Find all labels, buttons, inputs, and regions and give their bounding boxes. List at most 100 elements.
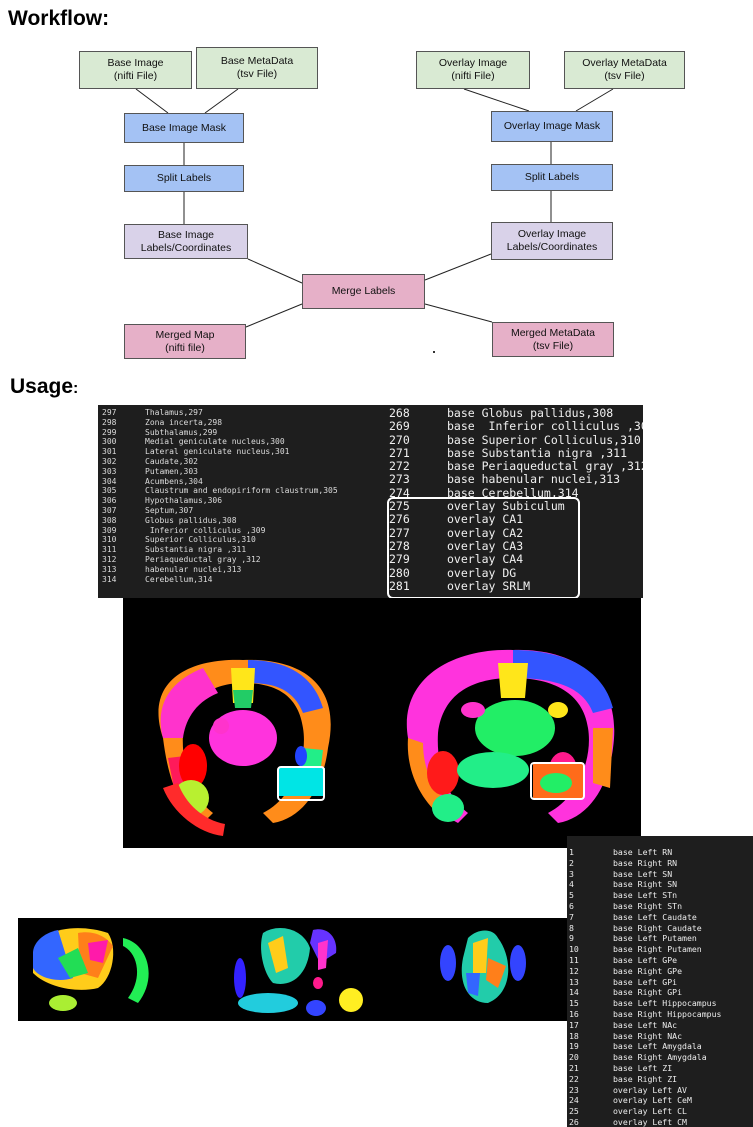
row-number: 14 [569,987,579,998]
row-number: 1 [569,847,574,857]
row-number: 312 [102,554,117,564]
row-number: 304 [102,476,117,486]
row-number: 22 [569,1073,579,1084]
row-number: 19 [569,1041,579,1052]
row-label: overlay CA4 [447,552,524,567]
row-label: base Left Caudate [613,911,697,922]
row-label: overlay SRLM [447,578,531,593]
axial-slice-1 [33,928,149,1011]
list-row: 309 Inferior colliculus ,309 [102,526,338,536]
axial-slice-2 [234,928,363,1016]
usage-heading-colon: : [73,380,79,397]
row-number: 10 [569,944,579,955]
row-label: Globus pallidus,308 [145,515,237,525]
row-number: 280 [389,565,410,580]
row-label: overlay Left AV [613,1084,687,1095]
list-row: 10 base Right Putamen [569,944,721,955]
axial-brain-svg [33,928,526,1016]
row-label: overlay Left CL [613,1106,687,1117]
row-number: 21 [569,1062,579,1073]
row-label: base Left ZI [613,1062,673,1073]
row-number: 11 [569,954,579,965]
row-number: 300 [102,437,117,447]
list-row: 276 overlay CA1 [389,512,643,527]
row-number: 297 [102,408,117,417]
row-label: base Substantia nigra ,311 [447,445,628,460]
row-number: 273 [389,472,410,487]
row-label: overlay Left CM [613,1116,687,1127]
row-label: base Left NAc [613,1019,678,1030]
merged-map-node: Merged Map (nifti file) [124,324,246,359]
row-number: 306 [102,496,117,506]
row-label: Claustrum and endopiriform claustrum,305 [145,486,338,496]
row-label: base Right Amygdala [613,1052,707,1063]
row-number: 309 [102,525,117,535]
row-number: 25 [569,1106,579,1117]
base-image-mask-node: Base Image Mask [124,113,244,143]
row-number: 311 [102,545,117,555]
row-number: 18 [569,1030,579,1041]
list-row: 310 Superior Colliculus,310 [102,535,338,545]
row-label: base Right STn [613,900,683,911]
row-number: 4 [569,879,574,890]
row-number: 276 [389,512,410,527]
row-label: Thalamus,297 [145,408,203,417]
row-number: 26 [569,1116,579,1127]
row-label: Superior Colliculus,310 [145,535,256,545]
row-label: base Left STn [613,890,678,901]
list-row: 300 Medial geniculate nucleus,300 [102,437,338,447]
row-number: 277 [389,525,410,540]
row-label: base Inferior colliculus ,309 [447,419,643,434]
row-number: 308 [102,515,117,525]
overlay-rows-highlight [387,497,580,598]
row-label: base Periaqueductal gray ,312 [447,459,643,474]
base-image-node: Base Image (nifti File) [79,51,192,89]
list-row: 314 Cerebellum,314 [102,575,338,585]
row-number: 270 [389,432,410,447]
row-number: 279 [389,552,410,567]
row-label: base Left Amygdala [613,1041,702,1052]
row-label: Caudate,302 [145,456,198,466]
row-number: 310 [102,535,117,545]
row-number: 303 [102,466,117,476]
row-label: base Left Putamen [613,933,697,944]
row-label: overlay CA1 [447,512,524,527]
row-label: base Left SN [613,868,673,879]
row-label: Cerebellum,314 [145,574,213,584]
row-number: 314 [102,574,117,584]
row-number: 5 [569,890,574,901]
row-label: Putamen,303 [145,466,198,476]
list-row: 297 Thalamus,297 [102,408,338,418]
row-label: Medial geniculate nucleus,300 [145,437,285,447]
left-hippocampus-highlight [277,766,325,801]
row-label: base habenular nuclei,313 [447,472,621,487]
row-label: Subthalamus,299 [145,427,218,437]
row-label: base Cerebellum,314 [447,485,579,500]
stray-dot [433,351,435,353]
row-number: 299 [102,427,117,437]
base-metadata-node: Base MetaData (tsv File) [196,47,318,89]
row-label: base Right Putamen [613,944,702,955]
